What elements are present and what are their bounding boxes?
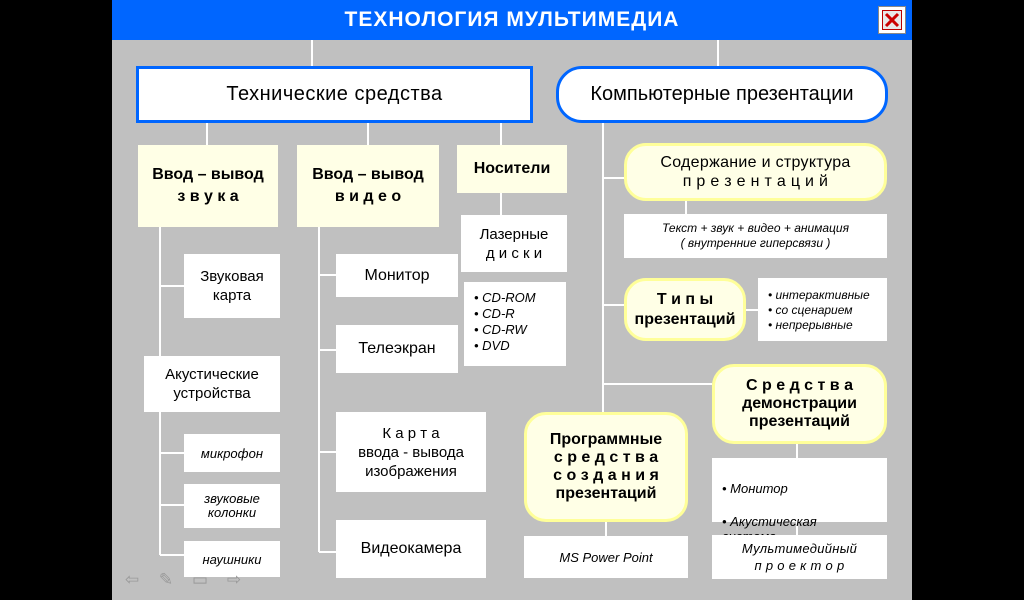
slide-navigation: ⇦ ✎ ▭ ⇨ <box>122 570 244 590</box>
audio-io-box: Ввод – вывод з в у к а <box>138 145 278 227</box>
slide-title: ТЕХНОЛОГИЯ МУЛЬТИМЕДИА <box>344 8 680 31</box>
headphones-box: наушники <box>184 541 280 577</box>
menu-icon[interactable]: ▭ <box>191 570 209 589</box>
tech-means-box: Технические средства <box>136 66 533 123</box>
software-name-box: MS Power Point <box>524 536 688 578</box>
list-item: со сценарием <box>768 303 870 318</box>
close-button[interactable] <box>878 6 906 34</box>
microphone-box: микрофон <box>184 434 280 472</box>
sound-card-box: Звуковая карта <box>184 254 280 318</box>
slide: ТЕХНОЛОГИЯ МУЛЬТИМЕДИА <box>112 0 912 600</box>
content-structure-box: Содержание и структура п р е з е н т а ц… <box>624 143 887 201</box>
laser-disks-box: Лазерные д и с к и <box>461 215 567 272</box>
software-box: Программные с р е д с т в а с о з д а н … <box>524 412 688 522</box>
disk-types-box: CD-ROM CD-R CD-RW DVD <box>464 282 566 366</box>
list-item: CD-RW <box>474 322 536 338</box>
list-item: DVD <box>474 338 536 354</box>
demo-means-box: С р е д с т в а демонстрации презентаций <box>712 364 887 444</box>
presentation-types-box: Т и п ы презентаций <box>624 278 746 341</box>
presentation-types-list-box: интерактивные со сценарием непрерывные <box>758 278 887 341</box>
list-item: CD-ROM <box>474 290 535 306</box>
close-icon <box>882 10 902 30</box>
types-list: интерактивные со сценарием непрерывные <box>768 288 870 333</box>
list-item: непрерывные <box>768 318 870 333</box>
monitor-box: Монитор <box>336 254 458 297</box>
disk-types-list: CD-ROM CD-R CD-RW DVD <box>474 290 536 354</box>
capture-card-box: К а р т а ввода - вывода изображения <box>336 412 486 492</box>
media-box: Носители <box>457 145 567 193</box>
demo-list-box: Монитор Акустическая система <box>712 458 887 544</box>
title-bar: ТЕХНОЛОГИЯ МУЛЬТИМЕДИА <box>112 0 912 40</box>
forward-arrow-icon[interactable]: ⇨ <box>226 570 242 589</box>
content-description-box: Текст + звук + видео + анимация ( внутре… <box>624 214 887 258</box>
list-item: Монитор <box>722 481 817 496</box>
list-item: интерактивные <box>768 288 870 303</box>
acoustic-devices-box: Акустические устройства <box>144 356 280 412</box>
projector-box: Мультимедийный п р о е к т о р <box>712 535 887 579</box>
camcorder-box: Видеокамера <box>336 520 486 578</box>
list-item: CD-R <box>474 306 536 322</box>
presentations-box: Компьютерные презентации <box>556 66 888 123</box>
video-io-box: Ввод – вывод в и д е о <box>297 145 439 227</box>
pen-icon[interactable]: ✎ <box>158 570 174 589</box>
speakers-box: звуковые колонки <box>184 484 280 528</box>
back-arrow-icon[interactable]: ⇦ <box>124 570 140 589</box>
tv-screen-box: Телеэкран <box>336 325 458 373</box>
